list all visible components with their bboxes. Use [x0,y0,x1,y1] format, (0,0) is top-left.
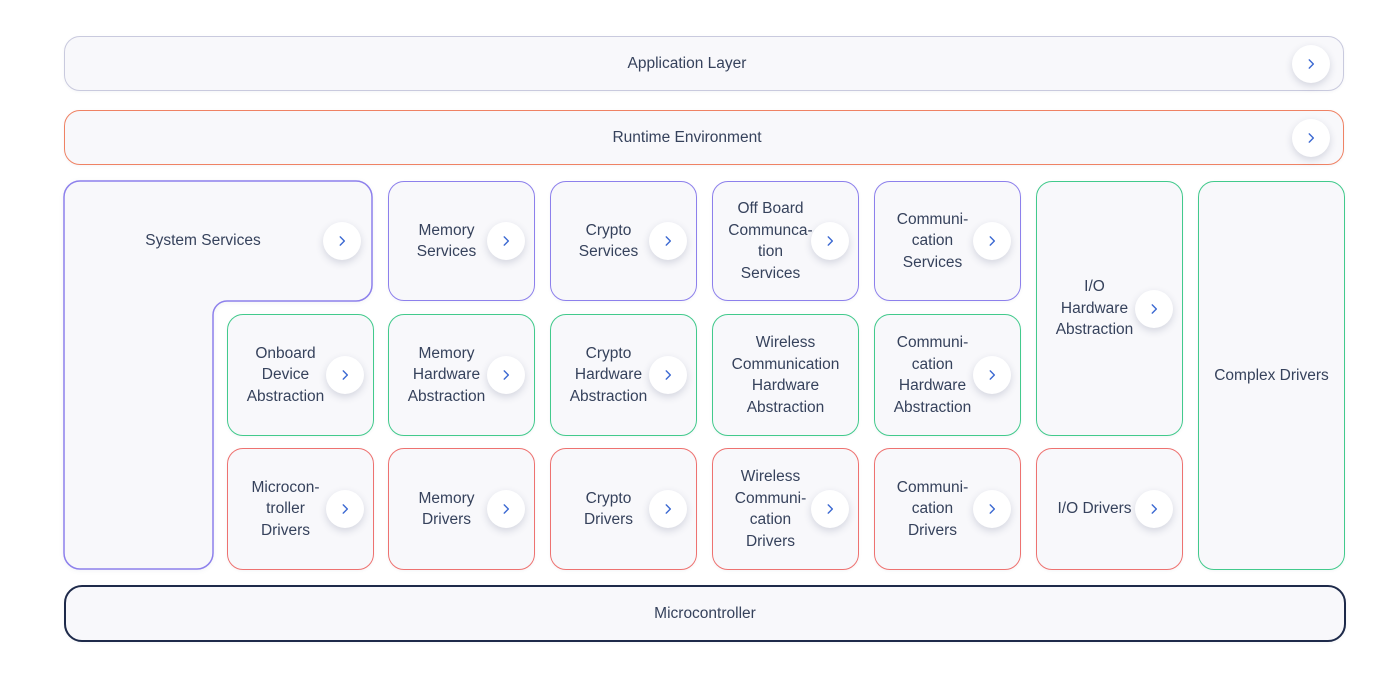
chevron-right-icon [1308,132,1315,143]
chevron-right-button[interactable] [973,222,1011,260]
chevron-right-button[interactable] [1135,490,1173,528]
chevron-right-button[interactable] [649,490,687,528]
block-off-board-communication-services[interactable]: Off Board Communca- tion Services [712,181,859,301]
block-label: Memory Drivers [418,489,475,529]
chevron-right-button[interactable] [649,222,687,260]
block-label: Wireless Communication Hardware Abstract… [731,334,840,416]
chevron-right-button[interactable] [811,490,849,528]
block-complex-drivers: Complex Drivers [1198,181,1345,570]
chevron-right-icon [342,370,349,380]
block-label: Microcon- troller Drivers [251,478,320,539]
chevron-right-button[interactable] [973,356,1011,394]
block-label: Memory Hardware Abstraction [407,344,486,405]
chevron-right-icon [665,504,672,514]
chevron-right-button[interactable] [973,490,1011,528]
chevron-right-icon [989,236,996,246]
chevron-right-button[interactable] [487,222,525,260]
block-crypto-hardware-abstraction[interactable]: Crypto Hardware Abstraction [550,314,697,436]
chevron-right-icon [339,236,346,246]
chevron-right-icon [827,504,834,514]
block-microcontroller-drivers[interactable]: Microcon- troller Drivers [227,448,374,570]
chevron-right-button[interactable] [811,222,849,260]
chevron-right-icon [1151,303,1158,314]
chevron-right-button[interactable] [487,490,525,528]
runtime-environment-label: Runtime Environment [612,128,762,146]
block-crypto-drivers[interactable]: Crypto Drivers [550,448,697,570]
block-label: I/O Drivers [1057,500,1132,518]
chevron-right-button[interactable] [326,356,364,394]
block-communication-drivers[interactable]: Communi- cation Drivers [874,448,1021,570]
block-label: System Services [145,232,261,250]
microcontroller-bar: Microcontroller [64,585,1346,642]
chevron-right-icon [665,370,672,380]
runtime-environment-bar[interactable]: Runtime Environment [64,110,1344,165]
block-memory-services[interactable]: Memory Services [388,181,535,301]
block-communication-hardware-abstraction[interactable]: Communi- cation Hardware Abstraction [874,314,1021,436]
block-communication-services[interactable]: Communi- cation Services [874,181,1021,301]
block-label: Crypto Services [578,221,639,261]
block-onboard-device-abstraction[interactable]: Onboard Device Abstraction [227,314,374,436]
chevron-right-icon [665,236,672,246]
chevron-right-button[interactable] [1292,118,1330,157]
chevron-right-icon [989,370,996,380]
chevron-right-icon [1151,504,1158,514]
chevron-right-icon [989,504,996,514]
block-label: Crypto Hardware Abstraction [569,344,648,405]
block-label: Off Board Communca- tion Services [728,200,813,282]
block-memory-hardware-abstraction[interactable]: Memory Hardware Abstraction [388,314,535,436]
chevron-right-button[interactable] [487,356,525,394]
chevron-right-button[interactable] [323,222,361,260]
chevron-right-icon [503,236,510,246]
chevron-right-icon [503,370,510,380]
chevron-right-button[interactable] [1135,289,1173,328]
chevron-right-button[interactable] [326,490,364,528]
block-io-hardware-abstraction[interactable]: I/O Hardware Abstraction [1036,181,1183,436]
chevron-right-icon [342,504,349,514]
block-system-services[interactable]: System Services [63,180,373,570]
block-label: Communi- cation Hardware Abstraction [893,334,972,416]
block-wireless-communication-drivers[interactable]: Wireless Communi- cation Drivers [712,448,859,570]
chevron-right-button[interactable] [649,356,687,394]
chevron-right-icon [1308,58,1315,69]
application-layer-label: Application Layer [627,54,747,72]
system-services-arm: System Services [64,181,372,301]
chevron-right-icon [827,236,834,246]
chevron-right-button[interactable] [1292,44,1330,83]
block-label: Wireless Communi- cation Drivers [734,468,807,550]
microcontroller-label: Microcontroller [654,604,756,622]
application-layer-bar[interactable]: Application Layer [64,36,1344,91]
block-label: Onboard Device Abstraction [246,344,325,405]
system-services-lshape-outline [63,180,373,570]
block-wireless-communication-hardware-abstraction: Wireless Communication Hardware Abstract… [712,314,859,436]
block-label: Communi- cation Services [896,210,969,271]
block-label: I/O Hardware Abstraction [1055,278,1134,339]
block-crypto-services[interactable]: Crypto Services [550,181,697,301]
block-io-drivers[interactable]: I/O Drivers [1036,448,1183,570]
block-label: Complex Drivers [1214,366,1329,384]
block-label: Communi- cation Drivers [896,478,969,539]
chevron-right-icon [503,504,510,514]
block-label: Crypto Drivers [583,489,634,529]
block-label: Memory Services [416,221,477,261]
block-memory-drivers[interactable]: Memory Drivers [388,448,535,570]
